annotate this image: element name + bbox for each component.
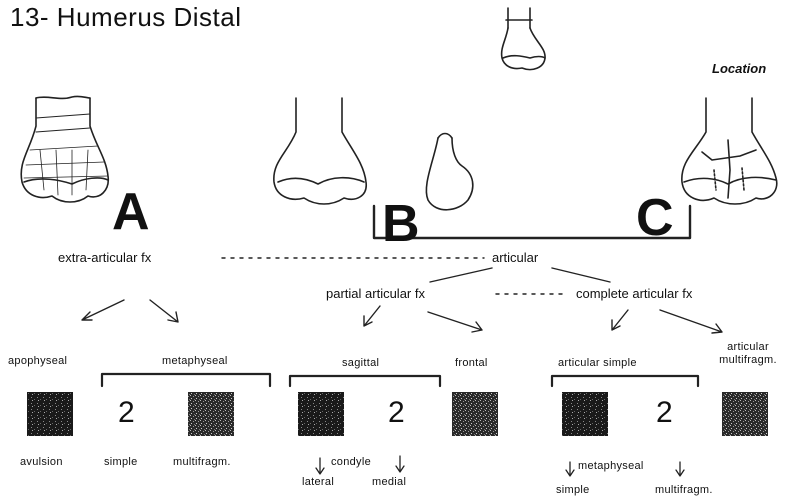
bracket-c (552, 376, 698, 386)
type-b-bone-drawing-2 (426, 134, 472, 210)
type-b-bone-drawing-1 (274, 98, 366, 204)
partial-articular-label: partial articular fx (326, 286, 425, 301)
a-apophyseal-label: apophyseal (8, 355, 67, 367)
articular-label: articular (492, 250, 538, 265)
b-condyle-label: condyle (331, 456, 371, 468)
texture-square-b1 (298, 392, 344, 436)
texture-square-c1 (562, 392, 608, 436)
c-metaphyseal-label: metaphyseal (578, 460, 644, 472)
page-title: 13- Humerus Distal (10, 2, 242, 33)
location-bone-drawing (502, 8, 545, 70)
b-group-number: 2 (388, 398, 405, 428)
b-sagittal-label: sagittal (342, 357, 379, 369)
complete-articular-label: complete articular fx (576, 286, 692, 301)
c-articular-simple-label: articular simple (558, 357, 637, 369)
a-avulsion-label: avulsion (20, 456, 63, 468)
a-group-number: 2 (118, 398, 135, 428)
b-medial-label: medial (372, 476, 406, 488)
type-c-bone-drawing (682, 98, 777, 204)
c-multifragm-label: multifragm. (706, 354, 790, 366)
bracket-b (290, 376, 440, 386)
b-lateral-label: lateral (302, 476, 334, 488)
c-articular-label: articular (706, 341, 790, 353)
a-simple-label: simple (104, 456, 138, 468)
type-a-letter: A (112, 186, 150, 238)
bracket-a (102, 374, 270, 386)
extra-articular-label: extra-articular fx (58, 250, 151, 265)
a-multifragm-label: multifragm. (173, 456, 231, 468)
texture-square-a1 (27, 392, 73, 436)
texture-square-b3 (452, 392, 498, 436)
type-b-letter: B (382, 198, 420, 250)
c-group-number: 2 (656, 398, 673, 428)
type-a-bone-drawing (21, 96, 108, 202)
b-frontal-label: frontal (455, 357, 488, 369)
arrows (82, 300, 722, 333)
location-label: Location (712, 61, 766, 76)
c-multifragm-sub-label: multifragm. (655, 484, 713, 496)
texture-square-a3 (188, 392, 234, 436)
a-metaphyseal-label: metaphyseal (162, 355, 228, 367)
texture-square-c3 (722, 392, 768, 436)
type-c-letter: C (636, 192, 674, 244)
c-simple-label: simple (556, 484, 590, 496)
